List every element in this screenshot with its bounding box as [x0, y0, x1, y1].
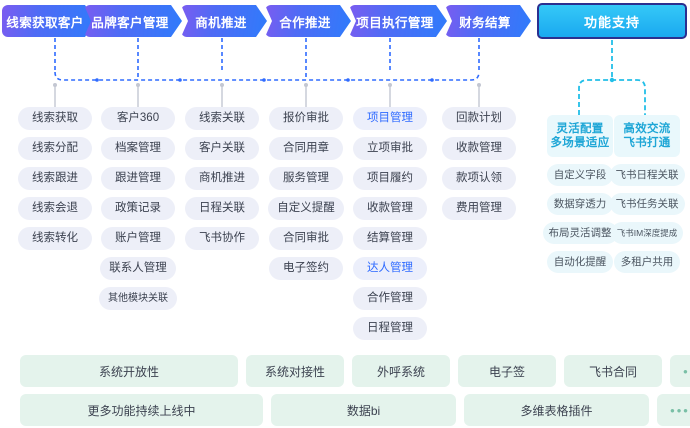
- support-pill[interactable]: 飞书IM深度提成: [610, 222, 684, 244]
- flow-step-label: 项目执行管理: [356, 15, 434, 30]
- feature-pill[interactable]: 其他模块关联: [99, 287, 177, 310]
- support-pill[interactable]: 多租户共用: [614, 251, 680, 273]
- bottom-tile-more[interactable]: •••: [670, 355, 690, 387]
- flow-step-3[interactable]: 合作推进: [265, 5, 351, 37]
- bottom-tile[interactable]: 多维表格插件: [464, 394, 649, 426]
- support-header-line2: 多场景适应: [550, 137, 610, 149]
- support-pill[interactable]: 自定义字段: [547, 164, 613, 186]
- bottom-tile[interactable]: 系统对接性: [246, 355, 344, 387]
- bottom-tile[interactable]: 飞书合同: [564, 355, 662, 387]
- bottom-tile-label: 数据bi: [346, 403, 381, 418]
- support-column-flexible-config: 灵活配置 多场景适应 自定义字段 数据穿透力 布局灵活调整 自动化提醒: [542, 115, 618, 273]
- feature-pill[interactable]: 合同审批: [269, 227, 343, 250]
- support-header-line1: 灵活配置: [556, 122, 604, 135]
- feature-pill[interactable]: 收款管理: [442, 137, 516, 160]
- bottom-tile[interactable]: 数据bi: [271, 394, 456, 426]
- flow-step-label: 品牌客户管理: [91, 15, 169, 30]
- flow-step-label: 合作推进: [279, 15, 331, 30]
- feature-pill[interactable]: 收款管理: [353, 197, 427, 220]
- bottom-tile-label: 飞书合同: [588, 364, 637, 379]
- feature-pill[interactable]: 线索关联: [185, 107, 259, 130]
- feature-pill-highlight[interactable]: 项目管理: [353, 107, 427, 130]
- feature-pill[interactable]: 服务管理: [269, 167, 343, 190]
- flow-step-4[interactable]: 项目执行管理: [349, 5, 447, 37]
- feature-pill[interactable]: 电子签约: [269, 257, 343, 280]
- feature-pill[interactable]: 合作管理: [353, 287, 427, 310]
- feature-pill[interactable]: 商机推进: [185, 167, 259, 190]
- support-header-line2: 飞书打通: [623, 137, 671, 149]
- feature-pill-highlight[interactable]: 达人管理: [353, 257, 427, 280]
- feature-pill[interactable]: 档案管理: [101, 137, 175, 160]
- bottom-tile-more[interactable]: •••: [657, 394, 690, 426]
- bottom-tile[interactable]: 更多功能持续上线中: [20, 394, 263, 426]
- support-header-card[interactable]: 功能支持: [537, 3, 687, 39]
- feature-pill[interactable]: 项目履约: [353, 167, 427, 190]
- bottom-tile-label: 外呼系统: [376, 364, 425, 379]
- bottom-tile-label: 更多功能持续上线中: [87, 403, 196, 418]
- support-pill[interactable]: 布局灵活调整: [542, 222, 618, 244]
- support-pill[interactable]: 飞书任务关联: [609, 193, 685, 215]
- support-header-line1: 高效交流: [623, 122, 671, 135]
- flow-step-label: 财务结算: [459, 15, 511, 30]
- bottom-tile-label: 电子签: [488, 364, 525, 379]
- feature-pill[interactable]: 账户管理: [101, 227, 175, 250]
- support-column-efficient-communication: 高效交流 飞书打通 飞书日程关联 飞书任务关联 飞书IM深度提成 多租户共用: [609, 115, 685, 273]
- feature-pill[interactable]: 报价审批: [269, 107, 343, 130]
- feature-pill[interactable]: 款项认领: [442, 167, 516, 190]
- support-column-header[interactable]: 灵活配置 多场景适应: [547, 115, 613, 157]
- bottom-row-2: 更多功能持续上线中 数据bi 多维表格插件 •••: [20, 394, 690, 426]
- feature-pill[interactable]: 联系人管理: [100, 257, 176, 280]
- flow-step-2[interactable]: 商机推进: [181, 5, 267, 37]
- flow-step-label: 商机推进: [195, 15, 247, 30]
- support-column-header[interactable]: 高效交流 飞书打通: [614, 115, 680, 157]
- column-finance: 回款计划 收款管理 款项认领 费用管理: [438, 107, 520, 220]
- feature-pill[interactable]: 线索会退: [18, 197, 92, 220]
- bottom-row-1: 系统开放性 系统对接性 外呼系统 电子签 飞书合同 •••: [20, 355, 690, 387]
- column-cooperation: 报价审批 合同用章 服务管理 自定义提醒 合同审批 电子签约: [264, 107, 348, 280]
- bottom-tile[interactable]: 外呼系统: [352, 355, 450, 387]
- support-pill[interactable]: 飞书日程关联: [609, 164, 685, 186]
- feature-pill[interactable]: 客户关联: [185, 137, 259, 160]
- bottom-tile-label: 系统对接性: [264, 364, 325, 379]
- column-customer: 客户360 档案管理 跟进管理 政策记录 账户管理 联系人管理 其他模块关联: [96, 107, 180, 310]
- feature-pill[interactable]: 自定义提醒: [268, 197, 344, 220]
- feature-pill[interactable]: 回款计划: [442, 107, 516, 130]
- flow-step-1[interactable]: 品牌客户管理: [84, 5, 182, 37]
- bottom-tile-label: 多维表格插件: [520, 403, 593, 418]
- feature-pill[interactable]: 日程关联: [185, 197, 259, 220]
- bottom-tile-label: 系统开放性: [98, 364, 159, 379]
- support-pill[interactable]: 自动化提醒: [547, 251, 613, 273]
- support-header-label: 功能支持: [583, 14, 640, 30]
- flow-step-label: 线索获取客户: [6, 15, 84, 30]
- feature-pill[interactable]: 结算管理: [353, 227, 427, 250]
- feature-pill[interactable]: 政策记录: [101, 197, 175, 220]
- feature-pill[interactable]: 费用管理: [442, 197, 516, 220]
- flow-step-5[interactable]: 财务结算: [445, 5, 531, 37]
- feature-pill[interactable]: 日程管理: [353, 317, 427, 340]
- feature-pill[interactable]: 线索跟进: [18, 167, 92, 190]
- column-opportunity: 线索关联 客户关联 商机推进 日程关联 飞书协作: [181, 107, 263, 250]
- bottom-tile[interactable]: 系统开放性: [20, 355, 238, 387]
- feature-pill[interactable]: 飞书协作: [185, 227, 259, 250]
- ellipsis-icon: •••: [683, 363, 690, 379]
- feature-pill[interactable]: 立项审批: [353, 137, 427, 160]
- flow-step-0[interactable]: 线索获取客户: [2, 5, 96, 37]
- feature-pill[interactable]: 线索分配: [18, 137, 92, 160]
- feature-pill[interactable]: 合同用章: [269, 137, 343, 160]
- column-project: 项目管理 立项审批 项目履约 收款管理 结算管理 达人管理 合作管理 日程管理: [349, 107, 431, 340]
- support-pill[interactable]: 数据穿透力: [547, 193, 613, 215]
- feature-pill[interactable]: 线索转化: [18, 227, 92, 250]
- feature-pill[interactable]: 线索获取: [18, 107, 92, 130]
- feature-pill[interactable]: 跟进管理: [101, 167, 175, 190]
- column-lead: 线索获取 线索分配 线索跟进 线索会退 线索转化: [14, 107, 96, 250]
- bottom-tile[interactable]: 电子签: [458, 355, 556, 387]
- feature-pill[interactable]: 客户360: [101, 107, 175, 130]
- ellipsis-icon: •••: [670, 402, 690, 418]
